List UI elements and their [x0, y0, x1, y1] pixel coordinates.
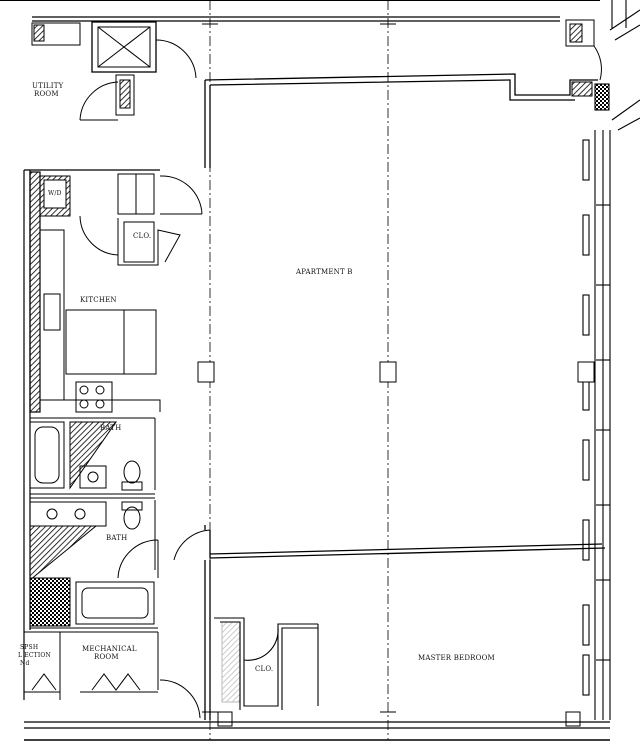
upper-bath	[29, 417, 156, 499]
utility-room-label-2: ROOM	[34, 90, 59, 98]
left-exterior-wall	[23, 169, 160, 700]
master-bedroom-label: MASTER BEDROOM	[418, 654, 495, 662]
bottom-closet	[214, 617, 319, 710]
bottom-exterior-wall	[24, 721, 610, 741]
structural-columns	[197, 361, 595, 727]
grid-ticks	[202, 23, 396, 713]
left-edge-label-2: L ECTION	[18, 652, 52, 659]
mechanical-room	[24, 631, 201, 719]
top-right-column	[565, 19, 602, 97]
lower-bath	[29, 500, 211, 629]
apartment-outline	[204, 73, 606, 720]
utility-room-label: UTILITY	[32, 82, 64, 90]
kitchen-area	[39, 173, 203, 413]
top-left-fixtures	[31, 21, 197, 121]
left-edge-label-3: Nd	[20, 660, 30, 667]
mechanical-room-label-2: ROOM	[94, 653, 119, 661]
mechanical-room-label: MECHANICAL	[82, 645, 137, 653]
bath-upper-label: BATH	[100, 424, 122, 432]
top-exterior-wall	[0, 0, 600, 22]
right-window-wall	[582, 0, 640, 720]
bath-lower-label: BATH	[106, 534, 128, 542]
washer-dryer-label: W/D	[48, 190, 62, 197]
kitchen-label: KITCHEN	[80, 296, 117, 304]
closet-label-top: CLO.	[133, 232, 152, 240]
left-edge-label-1: SPSH	[20, 644, 39, 651]
closet-label-bottom: CLO.	[255, 665, 274, 673]
apartment-b-label: APARTMENT B	[296, 268, 353, 276]
